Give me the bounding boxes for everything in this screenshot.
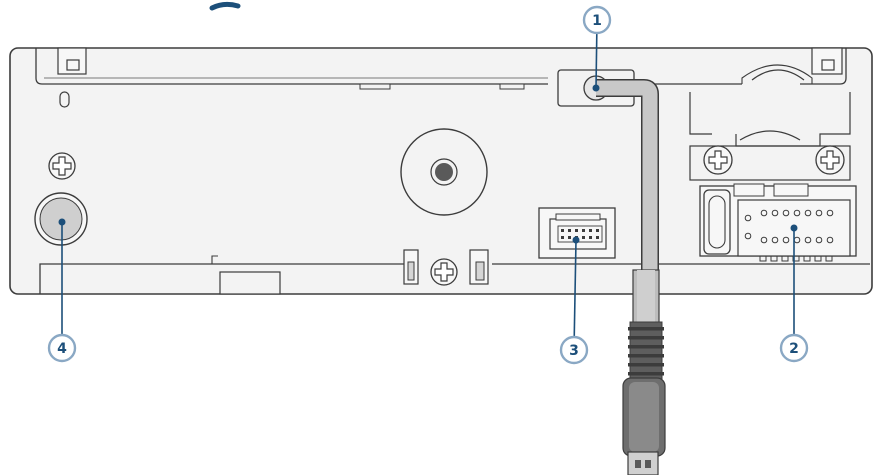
callout-dot: [592, 84, 600, 92]
screw-icon: [815, 145, 845, 175]
callout-number: 2: [789, 341, 799, 357]
screw-icon: [430, 258, 458, 286]
callout-1: 1: [582, 5, 612, 92]
screw-icon: [48, 152, 76, 180]
callout-3: 3: [559, 236, 589, 365]
callout-badge: [779, 333, 809, 363]
usb-cable: [596, 79, 666, 475]
multipin-connector-small: [538, 207, 616, 259]
blue-fragment-decoration: [209, 1, 241, 11]
callout-badge: [559, 335, 589, 365]
callout-dot: [572, 236, 580, 244]
callout-number: 4: [57, 341, 67, 357]
callout-2: 2: [779, 224, 809, 363]
bottom-tab: [219, 271, 281, 295]
callout-badge: [582, 5, 612, 35]
callout-dot: [58, 218, 66, 226]
callout-dot: [790, 224, 798, 232]
slot-small: [59, 91, 70, 108]
callout-number: 1: [592, 13, 602, 29]
cable-plug-tip: [627, 451, 659, 475]
device-housing: [9, 47, 873, 295]
screw-icon: [703, 145, 733, 175]
callout-number: 3: [569, 343, 579, 359]
cable-strain-relief: [628, 321, 664, 381]
housing-bottom-rail: [39, 263, 870, 294]
callout-4: 4: [47, 218, 77, 363]
callout-badge: [47, 333, 77, 363]
callout-leader-line: [573, 239, 577, 351]
callouts: 1 2 3 4: [47, 5, 809, 365]
